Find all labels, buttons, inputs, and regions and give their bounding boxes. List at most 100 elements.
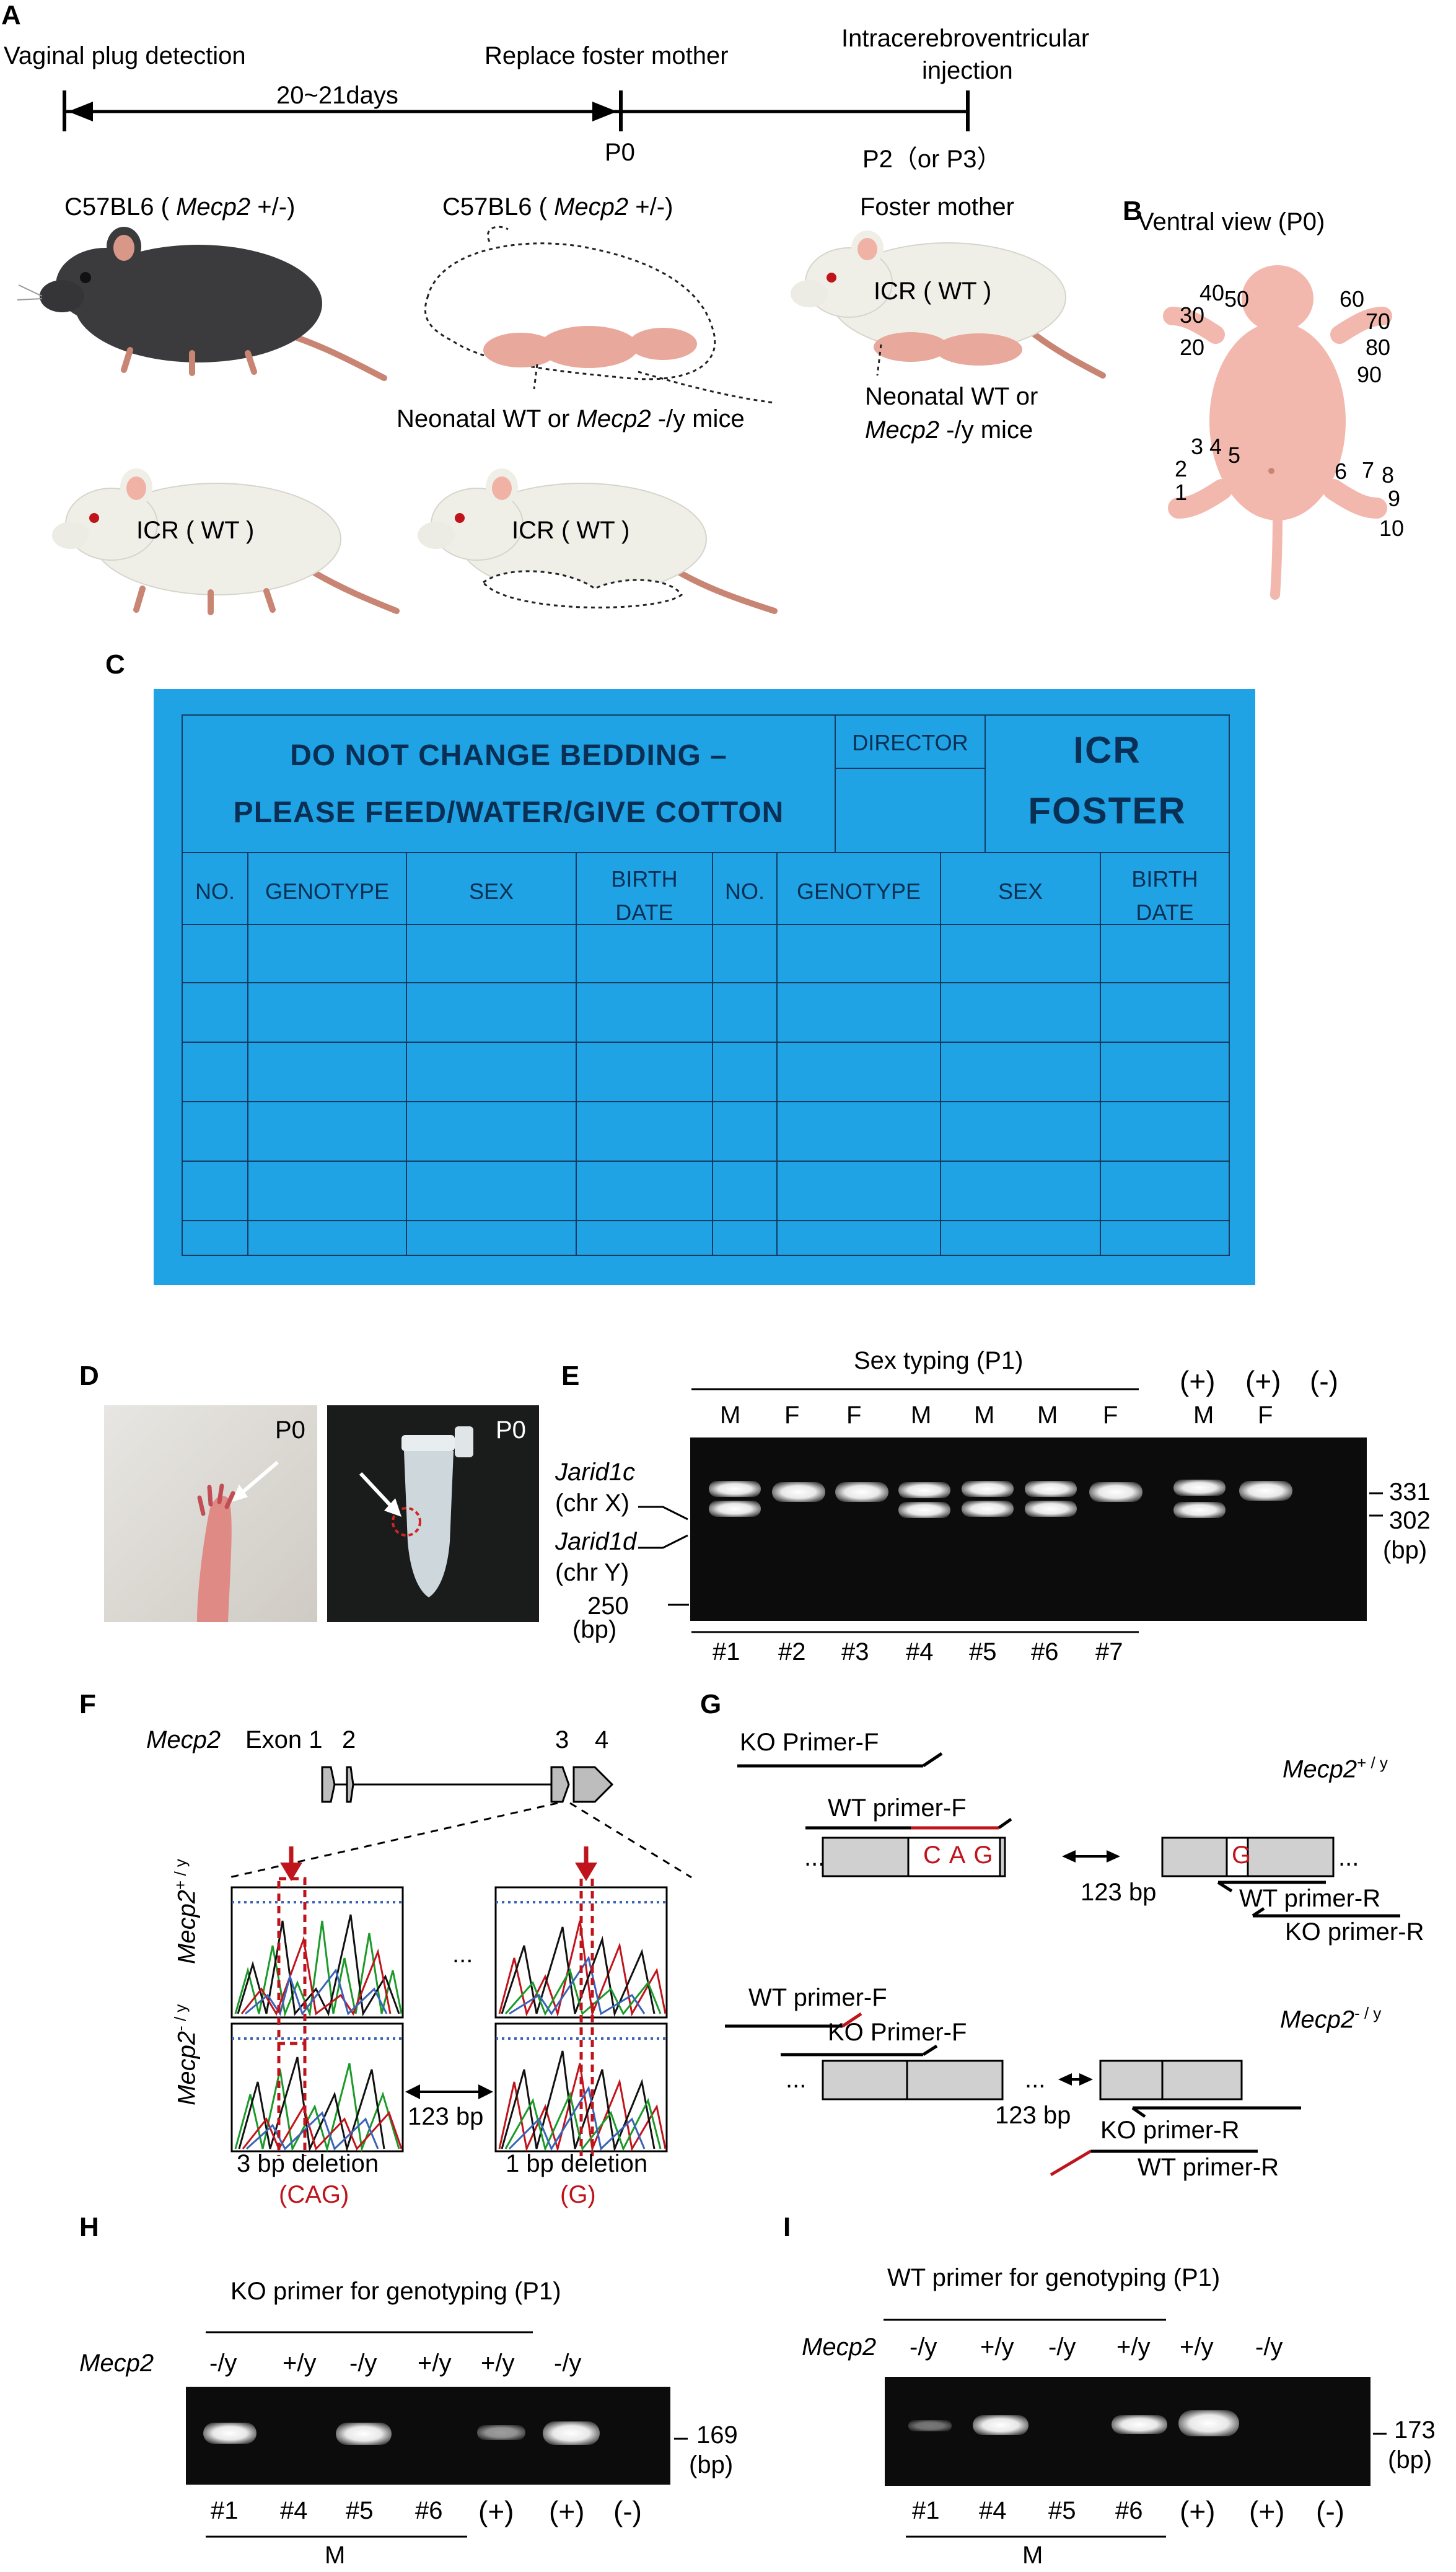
g-ko-primer-f2: KO Primer-F — [828, 2019, 967, 2046]
e-sex-4: M — [911, 1402, 932, 1429]
f-gene-label: Mecp2 — [146, 1726, 221, 1753]
h-gene: Mecp2 — [79, 2350, 154, 2377]
outline-mouse-with-pups — [424, 226, 775, 404]
i-title-bracket — [884, 2319, 1166, 2321]
i-sample-6: (+) — [1249, 2495, 1285, 2527]
f-exon-2: 2 — [342, 1726, 356, 1753]
icr-label-2: ICR ( WT ) — [136, 517, 255, 544]
digit-10: 10 — [1379, 516, 1405, 541]
h-sample-5: (+) — [478, 2495, 514, 2527]
i-group-bracket — [906, 2535, 1166, 2538]
g-dots-2: ... — [1338, 1844, 1359, 1871]
foster-mouse-illustration — [791, 230, 1106, 379]
i-band-5 — [1178, 2410, 1239, 2436]
e-band-l2-x — [772, 1482, 825, 1502]
digit-5: 5 — [1228, 442, 1241, 468]
digit-70: 70 — [1366, 309, 1391, 334]
cage-card-grid — [182, 714, 1230, 1256]
card-header-line1: DO NOT CHANGE BEDDING – — [290, 739, 727, 772]
chrx-label: (chr X) — [555, 1490, 629, 1517]
h-genotype-2: +/y — [283, 2350, 317, 2377]
e-band-l4-y — [898, 1502, 950, 1518]
i-genotype-2: +/y — [980, 2333, 1014, 2361]
tube-drawing — [359, 1426, 473, 1597]
g-g-text: G — [1232, 1841, 1252, 1869]
bp250-unit: (bp) — [572, 1616, 617, 1643]
f-exon-4: 4 — [595, 1726, 609, 1753]
g-wt-primer-r2: WT primer-R — [1138, 2154, 1279, 2181]
i-sample-7: (-) — [1316, 2495, 1344, 2527]
e-band-l1-x — [709, 1481, 761, 1497]
e-sex-5: M — [974, 1402, 995, 1429]
e-sample-4: #4 — [906, 1638, 934, 1666]
digit-20: 20 — [1180, 335, 1205, 360]
digit-4: 4 — [1209, 434, 1222, 459]
e-sex-3: F — [846, 1402, 862, 1429]
e-band-l3-x — [835, 1482, 888, 1502]
foster-icr-label: ICR ( WT ) — [874, 278, 992, 305]
card-col-no-2: NO. — [724, 879, 765, 904]
f-gap-label: 123 bp — [408, 2103, 484, 2130]
neonatal-label-1: Neonatal WT or Mecp2 -/y mice — [397, 405, 745, 432]
i-band-2 — [973, 2415, 1028, 2435]
e-sex-7: F — [1103, 1402, 1118, 1429]
digit-1: 1 — [1175, 480, 1188, 505]
g-ko-genotype: Mecp2- / y — [1280, 2004, 1382, 2034]
f-wt-label: Mecp2+ / y — [171, 1859, 201, 1964]
pup-pointer-line — [533, 364, 538, 390]
e-right-ticks — [1369, 1492, 1383, 1517]
card-col-birthdate-2: BIRTH DATE — [1131, 866, 1198, 925]
paw-p0-label: P0 — [275, 1416, 305, 1444]
card-icr: ICR — [1073, 729, 1141, 771]
timeline-end-label-1: Intracerebroventricular — [841, 25, 1090, 52]
panel-label-b: B — [1123, 196, 1142, 226]
h-band-5 — [477, 2425, 525, 2440]
e-sample-5: #5 — [969, 1638, 997, 1666]
e-band-l6-x — [1025, 1481, 1077, 1497]
black-mouse-illustration — [17, 227, 387, 381]
g-gap-2: 123 bp — [995, 2102, 1071, 2129]
sex-typing-title: Sex typing (P1) — [854, 1347, 1024, 1374]
h-sample-4: #6 — [415, 2497, 443, 2524]
f-chromatograms — [230, 1846, 668, 2156]
icr-mouse-outline-pups — [418, 468, 778, 614]
bp250-label: 250 — [587, 1592, 629, 1620]
bp302-label: 302 — [1389, 1507, 1431, 1534]
h-gel — [186, 2387, 670, 2485]
f-del3-seq: (CAG) — [279, 2181, 349, 2208]
g-gap-1: 123 bp — [1081, 1879, 1157, 1906]
timeline-duration: 20~21days — [276, 82, 398, 109]
g-dots-4: ... — [1025, 2066, 1046, 2093]
e-sex-6: M — [1037, 1402, 1058, 1429]
cage-card: DO NOT CHANGE BEDDING – PLEASE FEED/WATE… — [154, 689, 1255, 1285]
i-bp: 173 — [1394, 2416, 1436, 2444]
digit-30: 30 — [1180, 302, 1205, 328]
h-title: KO primer for genotyping (P1) — [230, 2278, 561, 2305]
e-sample-7: #7 — [1095, 1638, 1123, 1666]
ventral-view-title: Ventral view (P0) — [1138, 208, 1325, 235]
panel-label-c: C — [105, 649, 125, 680]
e-band-l7-x — [1089, 1482, 1142, 1502]
i-gene: Mecp2 — [802, 2333, 877, 2361]
h-group: M — [325, 2542, 346, 2569]
h-band-1 — [203, 2423, 257, 2444]
h-bp-unit: (bp) — [689, 2451, 734, 2478]
digit-90: 90 — [1357, 362, 1382, 387]
h-band-3 — [336, 2423, 392, 2445]
i-genotype-6: -/y — [1255, 2333, 1283, 2361]
timeline-mid-label: Replace foster mother — [485, 42, 729, 69]
f-exon-label: Exon 1 — [245, 1726, 323, 1753]
h-sample-3: #5 — [346, 2497, 374, 2524]
e-sex-8: M — [1193, 1402, 1214, 1429]
digit-9: 9 — [1388, 486, 1401, 511]
e-plus-2: (+) — [1245, 1365, 1281, 1397]
tube-photo: P0 — [327, 1405, 539, 1622]
h-genotype-6: -/y — [554, 2350, 582, 2377]
digit-8: 8 — [1382, 462, 1395, 488]
timeline-arrows — [63, 90, 970, 131]
h-genotype-1: -/y — [209, 2350, 237, 2377]
e-left-ticks — [638, 1506, 689, 1606]
timeline-p2: P2（or P3） — [862, 146, 1002, 173]
e-sample-6: #6 — [1031, 1638, 1059, 1666]
chry-label: (chr Y) — [555, 1559, 629, 1586]
